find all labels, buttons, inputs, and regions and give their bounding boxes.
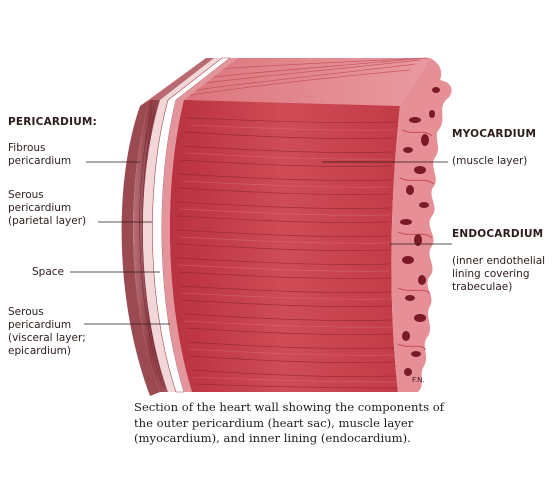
muscle-fibers — [176, 117, 399, 389]
fibrous-pericardium-layer — [121, 100, 160, 396]
pericardium-heading: PERICARDIUM: — [8, 116, 97, 128]
myocardium-label: MYOCARDIUM — [452, 128, 537, 140]
trabeculae-holes — [400, 87, 440, 376]
space-label: Space — [32, 266, 64, 278]
leader-lines — [70, 161, 452, 325]
fibrous-pericardium-label: Fibrous pericardium — [8, 142, 72, 167]
serous-parietal-label: Serous pericardium (parietal layer) — [8, 189, 87, 227]
top-surface-fibers — [159, 57, 429, 101]
endocardium-desc: (inner endothelial lining covering trabe… — [452, 255, 546, 293]
endocardium-trabeculae — [391, 58, 452, 392]
serous-visceral-label: Serous pericardium (visceral layer; epic… — [8, 306, 86, 357]
myocardium-front — [169, 100, 400, 392]
artist-signature: F.N. — [412, 376, 425, 384]
endocardium-label: ENDOCARDIUM — [452, 228, 544, 240]
figure-caption: Section of the heart wall showing the co… — [134, 400, 444, 445]
myocardium-desc: (muscle layer) — [452, 155, 528, 167]
